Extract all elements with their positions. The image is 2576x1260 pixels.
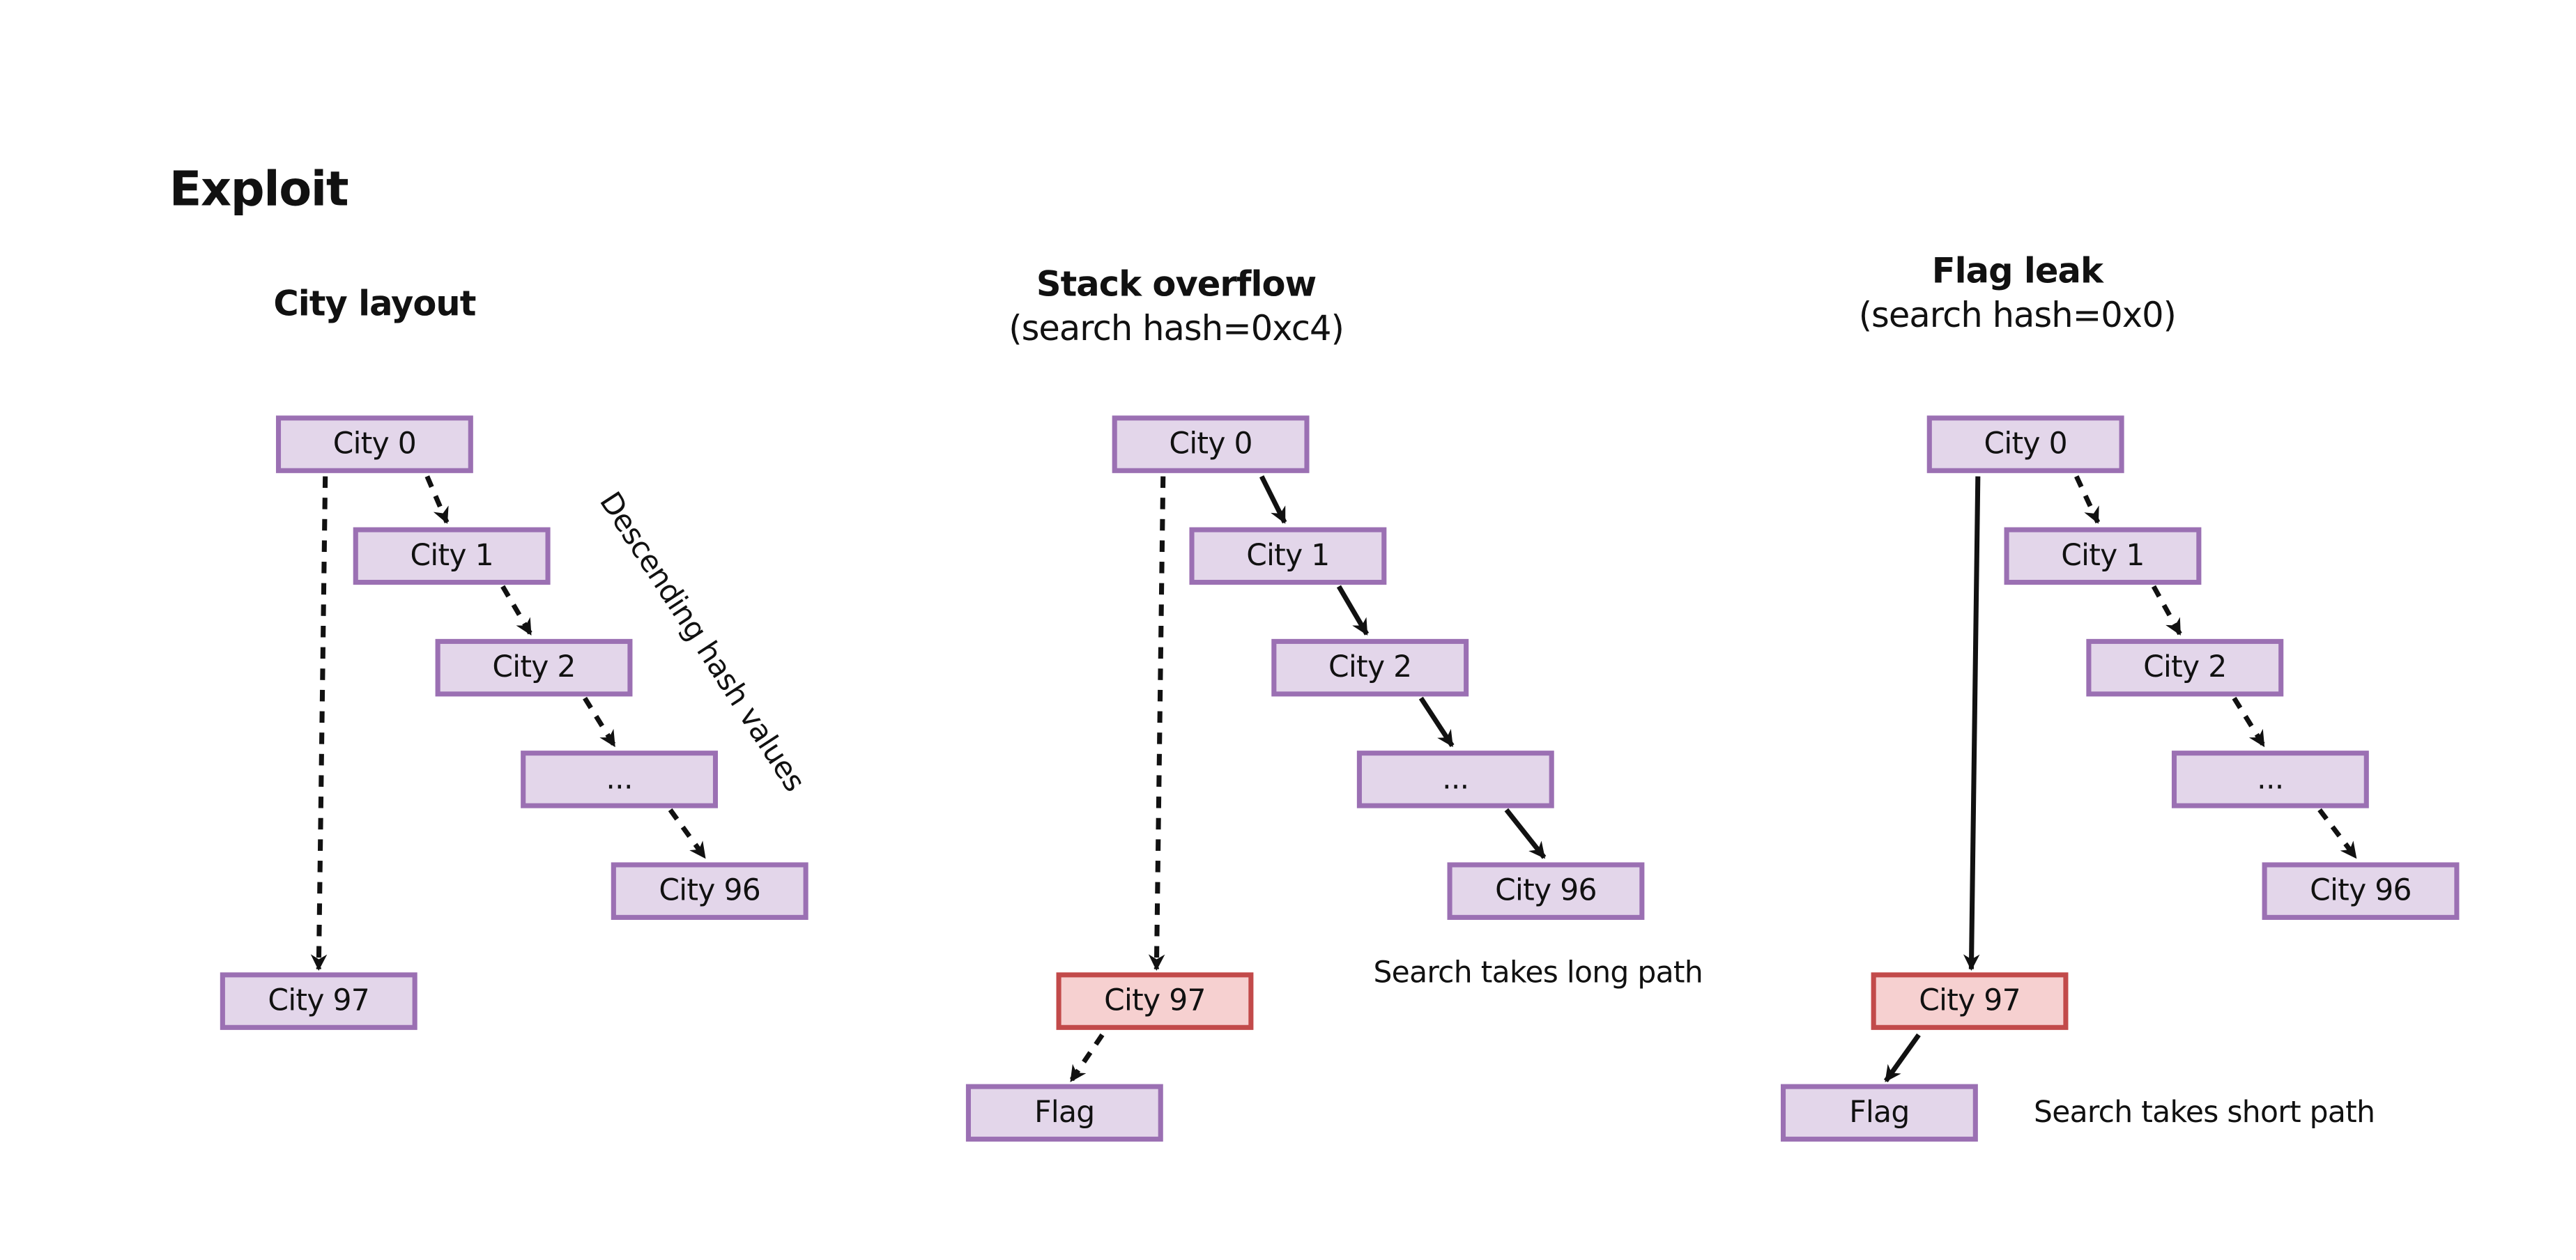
layout-arrows — [310, 475, 707, 971]
arrow-city2-ellipsis — [2232, 696, 2266, 748]
layout-node-city1: City 1 — [353, 527, 551, 585]
leak-node-city1: City 1 — [2004, 527, 2202, 585]
overflow-heading-subtitle: (search hash=0xc4) — [1009, 309, 1344, 348]
layout-node-city2: City 2 — [435, 638, 633, 697]
arrow-city2-ellipsis — [583, 696, 617, 748]
arrow-city1-city2 — [500, 585, 533, 636]
leak-node-city0: City 0 — [1926, 415, 2124, 473]
arrow-city97-flag — [1068, 1033, 1105, 1082]
leak-node-city96: City 96 — [2262, 862, 2460, 920]
leak-arrows — [1883, 475, 2358, 1082]
arrow-city0-city97 — [1963, 476, 1981, 971]
arrow-city0-city1 — [2074, 475, 2101, 524]
layout-node-ellipsis: ... — [521, 751, 719, 808]
leak-heading: Flag leak (search hash=0x0) — [1771, 249, 2264, 338]
leak-node-city2: City 2 — [2086, 638, 2284, 697]
layout-node-city0: City 0 — [275, 415, 473, 473]
arrow-ellipsis-city96 — [1504, 808, 1547, 859]
overflow-note: Search takes long path — [1373, 955, 1703, 991]
arrow-city1-city2 — [1336, 585, 1370, 636]
arrow-ellipsis-city96 — [668, 808, 707, 859]
overflow-node-city96: City 96 — [1447, 862, 1645, 920]
leak-heading-subtitle: (search hash=0x0) — [1858, 295, 2177, 335]
arrow-city0-city1 — [424, 475, 450, 524]
arrow-city0-city97 — [310, 476, 328, 971]
arrow-city2-ellipsis — [1418, 696, 1455, 748]
arrow-city1-city2 — [2151, 585, 2182, 636]
arrow-city97-flag — [1883, 1033, 1921, 1082]
layout-node-city97: City 97 — [220, 972, 417, 1030]
overflow-node-city97: City 97 — [1056, 972, 1254, 1030]
leak-node-ellipsis: ... — [2171, 751, 2369, 808]
layout-heading-title: City layout — [273, 284, 476, 324]
overflow-node-ellipsis: ... — [1356, 751, 1554, 808]
overflow-heading: Stack overflow (search hash=0xc4) — [930, 263, 1423, 351]
page-title: Exploit — [169, 160, 349, 217]
layout-heading: City layout — [210, 282, 539, 327]
layout-node-city96: City 96 — [611, 862, 808, 920]
leak-note: Search takes short path — [2033, 1096, 2375, 1130]
leak-node-flag: Flag — [1780, 1084, 1978, 1142]
overflow-heading-title: Stack overflow — [1036, 264, 1317, 305]
arrow-city0-city97 — [1148, 476, 1166, 971]
overflow-arrows — [1068, 475, 1547, 1082]
leak-node-city97: City 97 — [1871, 972, 2069, 1030]
overflow-node-city1: City 1 — [1189, 527, 1387, 585]
arrow-ellipsis-city96 — [2317, 808, 2358, 859]
arrow-city0-city1 — [1259, 475, 1287, 524]
overflow-node-city2: City 2 — [1271, 638, 1469, 697]
overflow-node-city0: City 0 — [1112, 415, 1310, 473]
leak-heading-title: Flag leak — [1931, 251, 2103, 291]
overflow-node-flag: Flag — [965, 1084, 1163, 1142]
